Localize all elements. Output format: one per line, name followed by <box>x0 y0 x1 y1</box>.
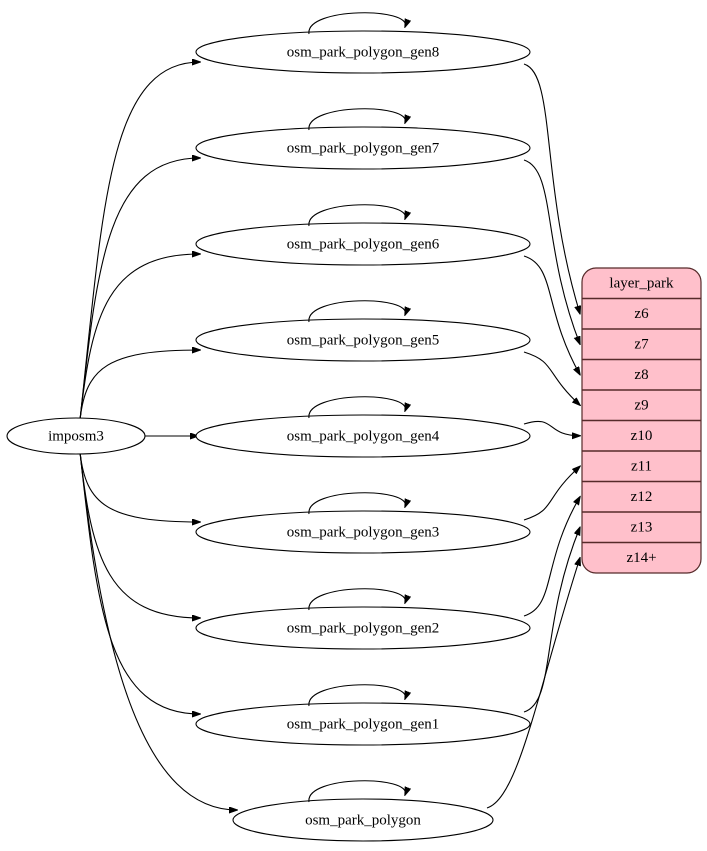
node-shape <box>195 414 531 458</box>
edge-gen8-to-z6 <box>523 63 580 314</box>
imposm3-label: imposm3 <box>48 428 104 444</box>
node-shape <box>195 222 531 266</box>
self-loop-edge <box>308 108 406 131</box>
self-loop-edge <box>308 684 406 707</box>
table-row-label-z6: z6 <box>634 306 649 322</box>
table-row-label-z12: z12 <box>631 489 653 505</box>
node-shape <box>232 798 494 842</box>
node-label: osm_park_polygon <box>305 812 421 828</box>
edge-imposm3-to-gen1 <box>79 451 200 714</box>
node-gen3[interactable]: osm_park_polygon_gen3 <box>195 492 531 554</box>
edge-gen7-to-z7 <box>523 159 580 344</box>
edge-gen1-to-z13 <box>523 527 580 713</box>
edge-imposm3-to-gen2 <box>79 451 200 618</box>
self-loop-edge <box>308 204 406 227</box>
edge-imposm3-to-base <box>79 451 237 810</box>
edge-imposm3-to-gen5 <box>79 350 200 421</box>
table-row-label-z14+: z14+ <box>626 550 656 566</box>
self-loop-edge <box>308 492 406 515</box>
layer-park-table[interactable]: layer_park z6 z7 z8 z9 z10 z11 z12 z13 z14+ <box>581 267 702 574</box>
edge-gen4-to-z10 <box>523 420 580 435</box>
node-shape <box>195 702 531 746</box>
edge-gen2-to-z12 <box>523 497 580 617</box>
node-shape <box>195 510 531 554</box>
node-gen8[interactable]: osm_park_polygon_gen8 <box>195 12 531 74</box>
edge-imposm3-to-gen6 <box>79 254 200 421</box>
self-loop-edge <box>308 396 406 419</box>
table-header-label: layer_park <box>609 276 674 292</box>
edge-base-to-z14+ <box>486 558 580 809</box>
edge-gen6-to-z8 <box>523 255 580 375</box>
edge-gen3-to-z11 <box>523 466 580 521</box>
table-row-label-z13: z13 <box>631 520 653 536</box>
self-loop-edge <box>308 780 406 803</box>
edge-imposm3-to-gen7 <box>79 158 200 421</box>
node-gen4[interactable]: osm_park_polygon_gen4 <box>195 396 531 458</box>
edge-gen5-to-z9 <box>523 351 580 405</box>
table-row-label-z8: z8 <box>634 367 648 383</box>
node-gen6[interactable]: osm_park_polygon_gen6 <box>195 204 531 266</box>
table-row-label-z9: z9 <box>634 398 648 414</box>
node-imposm3[interactable]: imposm3 <box>6 417 146 455</box>
table-row-label-z10: z10 <box>631 428 653 444</box>
node-shape <box>195 126 531 170</box>
node-base[interactable]: osm_park_polygon <box>232 780 494 842</box>
generalization-nodes: osm_park_polygon_gen8 osm_park_polygon_ge… <box>195 12 531 842</box>
node-label: osm_park_polygon_gen7 <box>287 140 440 156</box>
self-loop-edge <box>308 588 406 611</box>
table-row-label-z11: z11 <box>631 459 652 475</box>
node-gen7[interactable]: osm_park_polygon_gen7 <box>195 108 531 170</box>
node-label: osm_park_polygon_gen8 <box>287 44 439 60</box>
node-gen2[interactable]: osm_park_polygon_gen2 <box>195 588 531 650</box>
node-gen5[interactable]: osm_park_polygon_gen5 <box>195 300 531 362</box>
node-label: osm_park_polygon_gen6 <box>287 236 440 252</box>
node-shape <box>195 606 531 650</box>
node-gen1[interactable]: osm_park_polygon_gen1 <box>195 684 531 746</box>
table-row-label-z7: z7 <box>634 337 649 353</box>
node-shape <box>195 318 531 362</box>
node-shape <box>195 30 531 74</box>
node-label: osm_park_polygon_gen5 <box>287 332 439 348</box>
edge-imposm3-to-gen8 <box>79 62 200 421</box>
node-label: osm_park_polygon_gen3 <box>287 524 439 540</box>
self-loop-edge <box>308 12 406 35</box>
node-label: osm_park_polygon_gen1 <box>287 716 439 732</box>
edge-imposm3-to-gen3 <box>79 451 200 522</box>
self-loop-edge <box>308 300 406 323</box>
node-label: osm_park_polygon_gen2 <box>287 620 439 636</box>
edges-from-imposm3 <box>79 62 237 810</box>
imposm3-shape <box>6 417 146 455</box>
node-label: osm_park_polygon_gen4 <box>287 428 440 444</box>
edges-to-layer-park <box>486 63 580 809</box>
